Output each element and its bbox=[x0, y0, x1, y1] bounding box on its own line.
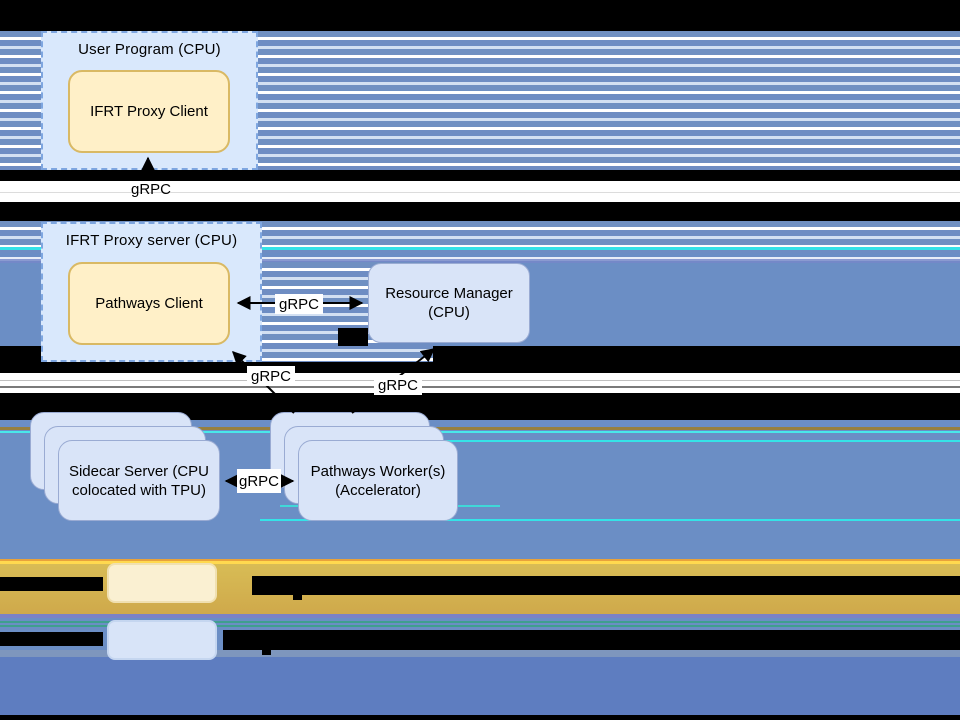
grpc-label-worker-rm: gRPC bbox=[374, 375, 422, 395]
pathways-workers-node: Pathways Worker(s) (Accelerator) bbox=[298, 440, 458, 521]
legend-yellow-swatch bbox=[107, 563, 217, 603]
glitch-line-teal bbox=[0, 621, 960, 623]
glitch-line-olive bbox=[0, 427, 960, 430]
resource-manager-line2: (CPU) bbox=[428, 304, 470, 321]
glitch-line bbox=[0, 261, 960, 263]
redaction-bar bbox=[223, 630, 960, 650]
glitch-line bbox=[0, 380, 960, 381]
glitch-line bbox=[0, 259, 960, 261]
gray-blue-band bbox=[0, 650, 960, 657]
grpc-label-proxy: gRPC bbox=[128, 180, 174, 198]
pathways-client-label: Pathways Client bbox=[95, 295, 203, 312]
sidecar-server-line2: colocated with TPU) bbox=[72, 481, 206, 499]
bottom-blue-band bbox=[0, 657, 960, 715]
grpc-text: gRPC bbox=[250, 367, 291, 385]
glitch-line bbox=[0, 257, 960, 259]
letterbox-top bbox=[0, 0, 960, 31]
glitch-line-cyan bbox=[0, 431, 960, 433]
redaction-descender bbox=[262, 649, 271, 655]
grpc-text: gRPC bbox=[130, 180, 171, 198]
glitch-band-black bbox=[0, 202, 960, 221]
purple-band bbox=[0, 614, 960, 618]
glitch-line-yellow bbox=[0, 561, 960, 564]
letterbox-bottom bbox=[0, 715, 960, 720]
glitch-line-teal bbox=[0, 625, 960, 627]
grpc-text: gRPC bbox=[278, 295, 319, 313]
glitch-line-orange bbox=[0, 559, 960, 561]
grpc-label-sidecar-worker: gRPC bbox=[237, 469, 281, 493]
glitch-notch bbox=[338, 328, 368, 346]
legend-blue-swatch bbox=[107, 620, 217, 660]
sidecar-server-node: Sidecar Server (CPU colocated with TPU) bbox=[58, 440, 220, 521]
pathways-workers-line2: (Accelerator) bbox=[335, 481, 421, 499]
glitch-line bbox=[0, 386, 960, 388]
user-program-title: User Program (CPU) bbox=[78, 41, 221, 58]
redaction-bar bbox=[0, 632, 103, 646]
ifrt-proxy-server-title: IFRT Proxy server (CPU) bbox=[65, 232, 238, 249]
redaction-bar bbox=[0, 577, 103, 591]
grpc-text: gRPC bbox=[238, 472, 279, 490]
sidecar-server-line1: Sidecar Server (CPU bbox=[68, 462, 210, 480]
grpc-label-worker-client: gRPC bbox=[247, 366, 295, 386]
glitch-line-cyan bbox=[260, 519, 960, 521]
resource-manager-line1: Resource Manager bbox=[385, 285, 513, 302]
grpc-label-client-rm: gRPC bbox=[275, 294, 323, 314]
glitch-band-white bbox=[0, 181, 960, 202]
glitch-line-cyan bbox=[430, 440, 960, 442]
pathways-workers-line1: Pathways Worker(s) bbox=[310, 462, 446, 480]
glitch-band-white bbox=[0, 373, 960, 393]
ifrt-proxy-client-node: IFRT Proxy Client bbox=[68, 70, 230, 153]
ifrt-proxy-client-label: IFRT Proxy Client bbox=[90, 103, 208, 120]
resource-manager-node: Resource Manager (CPU) bbox=[368, 263, 530, 343]
redaction-bar bbox=[252, 576, 960, 595]
glitch-line-cyan bbox=[0, 247, 960, 250]
pathways-client-node: Pathways Client bbox=[68, 262, 230, 345]
grpc-text: gRPC bbox=[377, 376, 418, 394]
glitch-line bbox=[0, 192, 960, 193]
glitch-band-black bbox=[0, 170, 960, 181]
redaction-descender bbox=[293, 594, 302, 600]
